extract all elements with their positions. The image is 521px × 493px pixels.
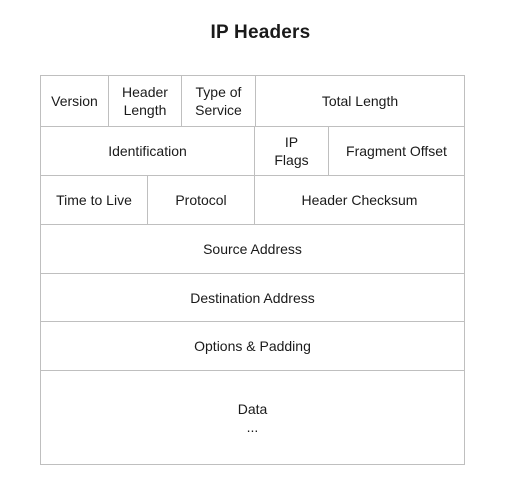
field-header-checksum: Header Checksum (254, 176, 464, 224)
field-identification: Identification (108, 143, 187, 159)
header-row-4: Source Address (41, 225, 464, 274)
diagram-title: IP Headers (210, 22, 311, 43)
field-source-address: Source Address (203, 241, 302, 257)
field-options-padding: Options & Padding (194, 338, 311, 354)
header-row-2: Identification IP Flags Fragment Offset (41, 127, 464, 176)
field-time-to-live: Time to Live (56, 192, 132, 208)
header-row-7: Data ... (41, 371, 464, 464)
ip-header-table: Version Header Length Type of Service To… (40, 75, 465, 465)
field-data: Data ... (237, 400, 268, 435)
field-total-length: Total Length (255, 76, 464, 126)
field-header-length: Header Length (108, 76, 181, 126)
field-ip-flags: IP Flags (254, 127, 328, 175)
field-version: Version (51, 93, 98, 109)
field-protocol: Protocol (147, 176, 254, 224)
header-row-3: Time to Live Protocol Header Checksum (41, 176, 464, 225)
field-fragment-offset: Fragment Offset (328, 127, 464, 175)
header-row-5: Destination Address (41, 274, 464, 322)
header-row-6: Options & Padding (41, 322, 464, 371)
header-row-1: Version Header Length Type of Service To… (41, 76, 464, 127)
field-type-of-service: Type of Service (181, 76, 255, 126)
field-destination-address: Destination Address (190, 289, 315, 306)
